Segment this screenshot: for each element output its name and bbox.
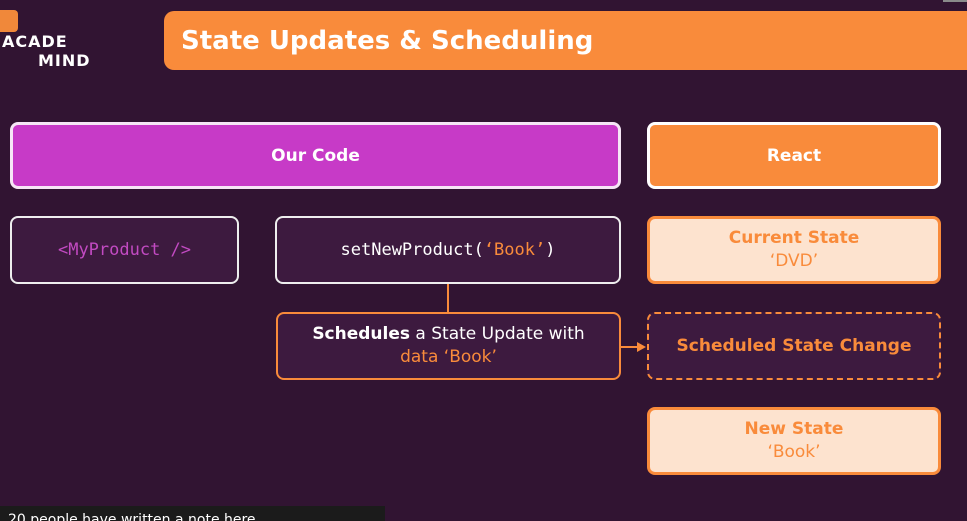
current-state-box: Current State ‘DVD’ <box>647 216 941 284</box>
new-state-value: ‘Book’ <box>767 442 821 462</box>
set-new-product-fn: setNewProduct( <box>340 240 484 260</box>
logo-line-1: ACADE <box>2 32 68 51</box>
notes-bar-text[interactable]: 20 people have written a note here <box>8 512 256 521</box>
academind-logo: ACADE MIND <box>2 32 91 70</box>
new-state-box: New State ‘Book’ <box>647 407 941 475</box>
set-new-product-call-box: setNewProduct(‘Book’) <box>275 216 621 284</box>
schedules-update-box: Schedules a State Update with data ‘Book… <box>276 312 621 380</box>
set-new-product-code: setNewProduct(‘Book’) <box>341 240 556 260</box>
myproduct-code: <MyProduct /> <box>57 240 192 260</box>
current-state-label: Current State <box>728 228 860 248</box>
schedules-bold: Schedules <box>312 324 411 344</box>
myproduct-component-box: <MyProduct /> <box>10 216 239 284</box>
set-new-product-arg: ‘Book’ <box>483 240 546 260</box>
schedules-line-1: Schedules a State Update with <box>312 323 584 346</box>
our-code-header: Our Code <box>10 122 621 189</box>
schedules-rest: a State Update with <box>410 324 585 344</box>
schedules-data: data ‘Book’ <box>400 347 497 367</box>
logo-tab <box>0 10 18 32</box>
arrow-right-icon <box>637 342 646 352</box>
logo-line-2: MIND <box>38 51 91 70</box>
corner-indicator <box>943 0 967 2</box>
connector-vertical <box>447 284 449 312</box>
set-new-product-close: ) <box>545 240 556 260</box>
title-bar: State Updates & Scheduling <box>164 11 967 70</box>
new-state-label: New State <box>744 419 844 439</box>
current-state-value: ‘DVD’ <box>769 251 819 271</box>
react-header: React <box>647 122 941 189</box>
our-code-label: Our Code <box>271 145 360 166</box>
slide-title: State Updates & Scheduling <box>181 25 594 56</box>
scheduled-state-change-label: Scheduled State Change <box>676 336 912 356</box>
connector-horizontal <box>621 346 638 348</box>
scheduled-state-change-box: Scheduled State Change <box>647 312 941 380</box>
notes-bar[interactable]: 20 people have written a note here <box>0 506 385 521</box>
react-label: React <box>766 145 822 166</box>
